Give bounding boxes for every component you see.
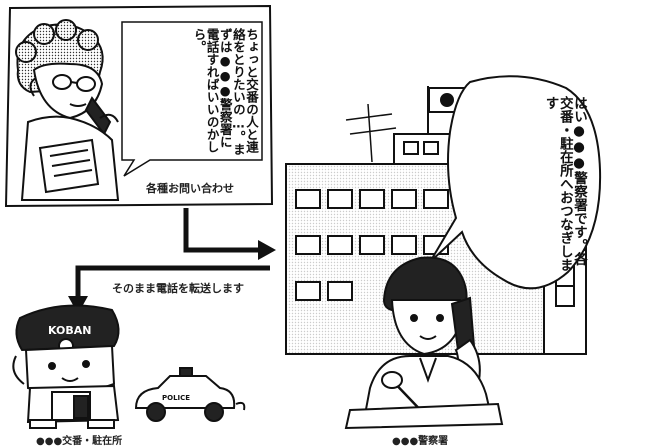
koban-illustration — [12, 304, 120, 429]
arrow-to-police-station — [183, 208, 276, 260]
officer-speech-bubble — [429, 75, 602, 290]
resident-caption: 各種お問い合わせ — [146, 182, 234, 195]
resident-speech-bubble — [121, 21, 263, 177]
officer-illustration — [344, 256, 504, 430]
officer-speech-text: はい●●●警察署です。各交番・駐在所へおつなぎします — [542, 96, 587, 272]
resident-woman-illustration — [15, 19, 120, 201]
transfer-caption: そのまま電話を転送します — [112, 282, 244, 295]
police-station-caption: ●●●警察署 — [392, 436, 449, 447]
resident-panel — [4, 4, 274, 208]
police-car-text: POLICE — [162, 394, 190, 402]
resident-speech-text: ちょっと交番の人と連絡をとりたいの…。まずは●●●警察署に電話すればいいのかしら… — [191, 28, 260, 156]
koban-caption: ●●●交番・駐在所 — [36, 436, 123, 447]
police-car-illustration — [134, 367, 246, 422]
koban-sign-text: KOBAN — [48, 324, 91, 337]
